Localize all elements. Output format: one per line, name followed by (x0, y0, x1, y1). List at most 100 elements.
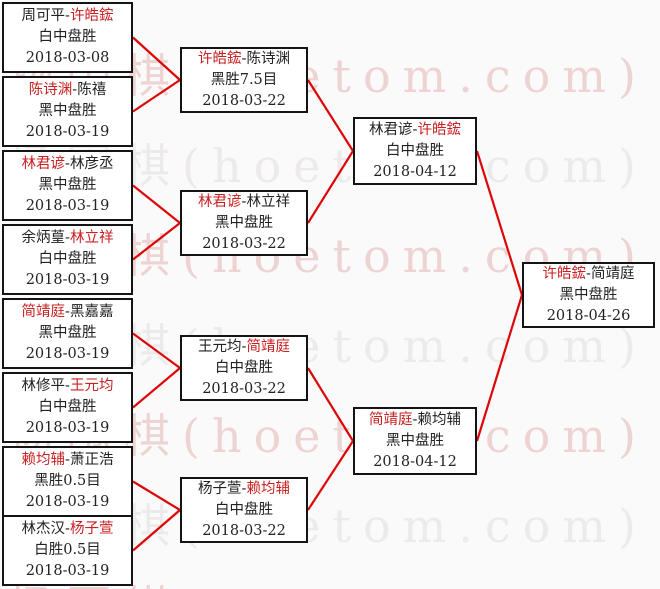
vs-dash: - (586, 265, 591, 282)
player-name: 王元均 (198, 338, 242, 355)
match-result: 黑中盘胜 (215, 214, 273, 231)
match-box-round1-5: 简靖庭-黑嘉嘉黑中盘胜 2018-03-19 (2, 298, 133, 369)
match-box-round1-4: 余炳葟-林立祥白中盘胜 2018-03-19 (2, 224, 133, 295)
match-result: 白中盘胜 (215, 501, 273, 518)
player-name: 陈禧 (77, 82, 107, 98)
match-result: 白中盘胜 (215, 359, 273, 376)
player-name: 王元均 (69, 378, 114, 394)
player-name: 杨子萱 (198, 480, 242, 497)
player-name: 赖均辅 (417, 411, 461, 428)
match-date: 2018-03-22 (202, 235, 286, 252)
match-box-round1-7: 赖均辅-萧正浩黑胜0.5目 2018-03-19 (2, 446, 133, 517)
player-name: 林君谚 (369, 121, 413, 138)
match-players: 林修平-王元均 (22, 376, 114, 397)
match-result: 黑中盘胜 (386, 432, 444, 449)
match-box-round1-8: 林杰汉-杨子萱白胜0.5目 2018-03-19 (2, 515, 133, 586)
match-box-round1-6: 林修平-王元均白中盘胜 2018-03-19 (2, 372, 133, 443)
match-players: 赖均辅-萧正浩 (22, 450, 114, 471)
vs-dash: - (65, 521, 70, 537)
vs-dash: - (65, 304, 70, 320)
match-date: 2018-03-19 (25, 563, 110, 579)
player-name: 林立祥 (246, 193, 290, 210)
player-name: 萧正浩 (69, 452, 114, 468)
match-players: 林君谚-许皓鋐 (369, 120, 461, 141)
watermark-text: 飞扬围棋(hoetom.com) (0, 572, 648, 589)
match-result: 白中盘胜 (38, 251, 97, 267)
match-players: 林君谚-林立祥 (198, 192, 290, 213)
match-date: 2018-03-22 (202, 380, 286, 397)
match-result: 白胜0.5目 (34, 542, 101, 558)
match-date: 2018-03-08 (25, 50, 110, 66)
player-name: 许皓鋐 (417, 121, 461, 138)
player-name: 简靖庭 (590, 265, 635, 282)
match-players: 杨子萱-赖均辅 (198, 479, 290, 500)
player-name: 陈诗渊 (246, 50, 290, 67)
vs-dash: - (241, 193, 247, 210)
match-players: 许皓鋐-简靖庭 (543, 264, 635, 285)
player-name: 陈诗渊 (28, 82, 73, 98)
vs-dash: - (241, 50, 247, 67)
vs-dash: - (412, 121, 418, 138)
match-date: 2018-04-12 (373, 453, 457, 470)
player-name: 林杰汉 (21, 521, 66, 537)
match-date: 2018-03-22 (202, 92, 286, 109)
match-date: 2018-03-19 (25, 420, 110, 436)
player-name: 林君谚 (21, 156, 66, 172)
match-result: 白中盘胜 (386, 142, 444, 159)
match-players: 余炳葟-林立祥 (22, 228, 114, 249)
match-result: 黑胜7.5目 (210, 71, 278, 88)
vs-dash: - (72, 82, 78, 98)
match-players: 林杰汉-杨子萱 (22, 519, 114, 540)
player-name: 简靖庭 (246, 338, 290, 355)
player-name: 林修平 (21, 378, 66, 394)
player-name: 林彦丞 (69, 156, 114, 172)
match-date: 2018-04-26 (546, 307, 631, 324)
player-name: 许皓鋐 (198, 50, 242, 67)
player-name: 简靖庭 (369, 411, 413, 428)
match-players: 周可平-许皓鋐 (22, 6, 114, 27)
match-players: 简靖庭-赖均辅 (369, 410, 461, 431)
vs-dash: - (65, 230, 70, 246)
vs-dash: - (241, 480, 247, 497)
match-date: 2018-03-22 (202, 522, 286, 539)
match-date: 2018-03-19 (25, 346, 110, 362)
match-date: 2018-03-19 (25, 272, 110, 288)
match-result: 黑胜0.5目 (34, 473, 101, 489)
vs-dash: - (241, 338, 247, 355)
player-name: 林立祥 (69, 230, 114, 246)
match-players: 陈诗渊-陈禧 (29, 80, 106, 101)
match-date: 2018-03-19 (25, 124, 110, 140)
player-name: 黑嘉嘉 (69, 304, 114, 320)
vs-dash: - (412, 411, 418, 428)
match-result: 黑中盘胜 (559, 286, 618, 303)
match-players: 王元均-简靖庭 (198, 337, 290, 358)
match-date: 2018-03-19 (25, 494, 110, 510)
match-players: 许皓鋐-陈诗渊 (198, 49, 290, 70)
match-result: 黑中盘胜 (38, 177, 97, 193)
player-name: 许皓鋐 (542, 265, 587, 282)
player-name: 杨子萱 (69, 521, 114, 537)
match-result: 黑中盘胜 (38, 103, 97, 119)
vs-dash: - (65, 8, 70, 24)
vs-dash: - (65, 156, 70, 172)
match-result: 黑中盘胜 (38, 325, 97, 341)
player-name: 简靖庭 (21, 304, 66, 320)
match-box-round1-2: 陈诗渊-陈禧黑中盘胜 2018-03-19 (2, 76, 133, 147)
player-name: 赖均辅 (246, 480, 290, 497)
match-result: 白中盘胜 (38, 399, 97, 415)
vs-dash: - (65, 378, 70, 394)
match-box-round1-3: 林君谚-林彦丞黑中盘胜 2018-03-19 (2, 150, 133, 221)
player-name: 许皓鋐 (69, 8, 114, 24)
match-players: 简靖庭-黑嘉嘉 (22, 302, 114, 323)
match-players: 林君谚-林彦丞 (22, 154, 114, 175)
match-date: 2018-03-19 (25, 198, 110, 214)
player-name: 余炳葟 (21, 230, 66, 246)
player-name: 林君谚 (198, 193, 242, 210)
